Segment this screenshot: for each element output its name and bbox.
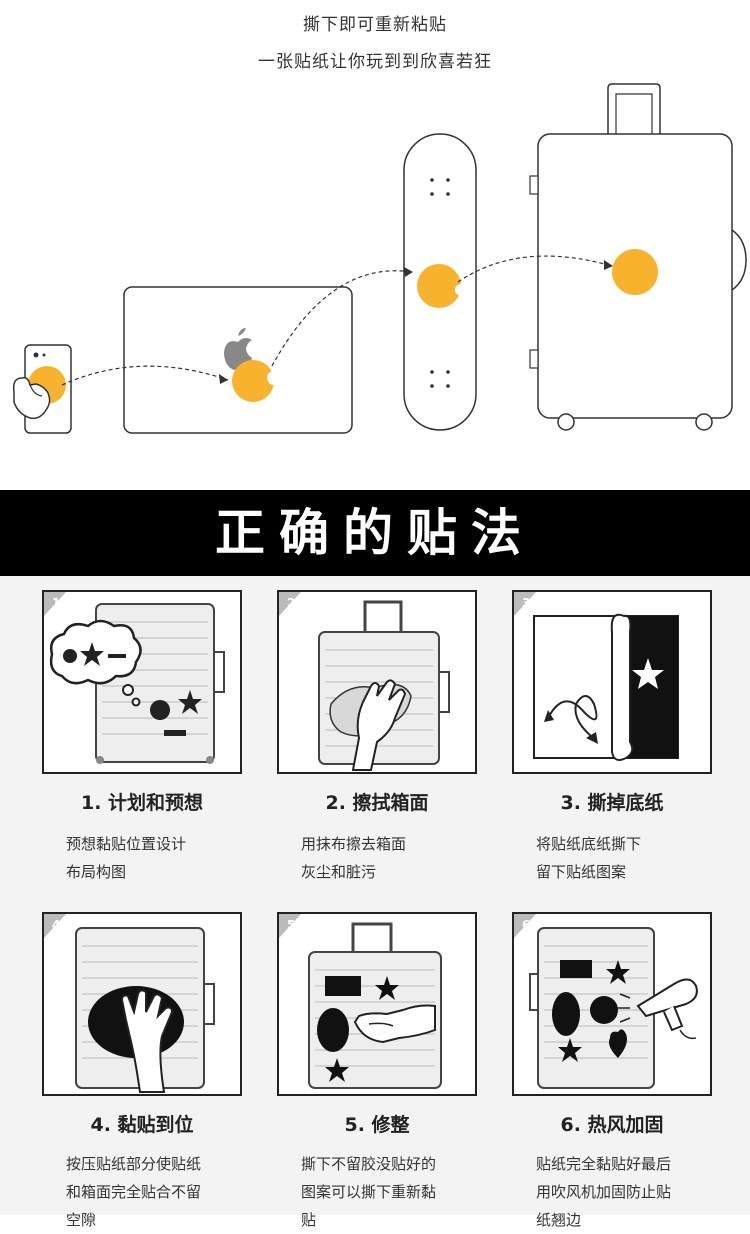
step-5-number: 5 bbox=[287, 918, 295, 932]
steps-section: 1 1. 计划和预想 预想黏贴位置设计 布局构图 bbox=[0, 576, 750, 1229]
step-3-desc-1: 将贴纸底纸撕下 bbox=[536, 835, 642, 853]
banner-title: 正确的贴法 bbox=[215, 504, 535, 562]
step-4-desc-1: 按压贴纸部分使贴纸 bbox=[66, 1155, 202, 1173]
step-6-number: 6 bbox=[522, 918, 530, 932]
step-2-illustration: 2 bbox=[277, 590, 477, 774]
step-6-desc-2: 用吹风机加固防止贴 bbox=[536, 1183, 672, 1201]
step-5-title: 5. 修整 bbox=[344, 1114, 410, 1136]
step-5-desc-1: 撕下不留胶没贴好的 bbox=[301, 1155, 437, 1173]
step-6-desc-1: 贴纸完全黏贴好最后 bbox=[536, 1155, 672, 1173]
step-1-desc-1: 预想黏贴位置设计 bbox=[66, 835, 187, 853]
top-illustration: 撕下即可重新粘贴 一张贴纸让你玩到到欣喜若狂 bbox=[0, 0, 750, 490]
step-4-desc-3: 空隙 bbox=[66, 1211, 97, 1229]
step-2-number: 2 bbox=[287, 596, 295, 610]
sticker-journey-illustration bbox=[12, 83, 747, 434]
step-3-illustration: 3 bbox=[512, 590, 712, 774]
step-4-number: 4 bbox=[52, 918, 60, 932]
dashed-arrows bbox=[61, 255, 613, 386]
header-line-1: 撕下即可重新粘贴 bbox=[303, 15, 447, 35]
step-3-desc-2: 留下贴纸图案 bbox=[536, 863, 627, 881]
step-4-title: 4. 黏贴到位 bbox=[90, 1114, 194, 1136]
phone-icon bbox=[12, 344, 72, 434]
step-2-desc-1: 用抹布擦去箱面 bbox=[301, 835, 407, 853]
step-5-illustration: 5 bbox=[277, 912, 477, 1096]
step-4-illustration: 4 bbox=[42, 912, 242, 1096]
step-5-desc-2: 图案可以撕下重新黏 bbox=[301, 1183, 437, 1201]
suitcase-icon bbox=[529, 83, 747, 431]
laptop-icon bbox=[123, 286, 353, 434]
step-3-title: 3. 撕掉底纸 bbox=[560, 792, 664, 814]
step-1-title: 1. 计划和预想 bbox=[80, 792, 204, 814]
step-1-desc-2: 布局构图 bbox=[66, 863, 127, 881]
banner: 正确的贴法 bbox=[0, 490, 750, 576]
skateboard-icon bbox=[403, 133, 477, 431]
step-2-desc-2: 灰尘和脏污 bbox=[301, 863, 377, 881]
step-4-desc-2: 和箱面完全贴合不留 bbox=[66, 1183, 202, 1201]
step-6-title: 6. 热风加固 bbox=[560, 1114, 664, 1136]
step-5-desc-3: 贴 bbox=[301, 1211, 317, 1229]
step-6-desc-3: 纸翘边 bbox=[536, 1211, 582, 1229]
header-line-2: 一张贴纸让你玩到到欣喜若狂 bbox=[258, 52, 492, 72]
step-1-illustration: 1 bbox=[42, 590, 242, 774]
step-3-number: 3 bbox=[522, 596, 530, 610]
step-6-illustration: 6 bbox=[512, 912, 712, 1096]
step-1-number: 1 bbox=[52, 596, 60, 610]
step-2-title: 2. 擦拭箱面 bbox=[325, 792, 429, 814]
